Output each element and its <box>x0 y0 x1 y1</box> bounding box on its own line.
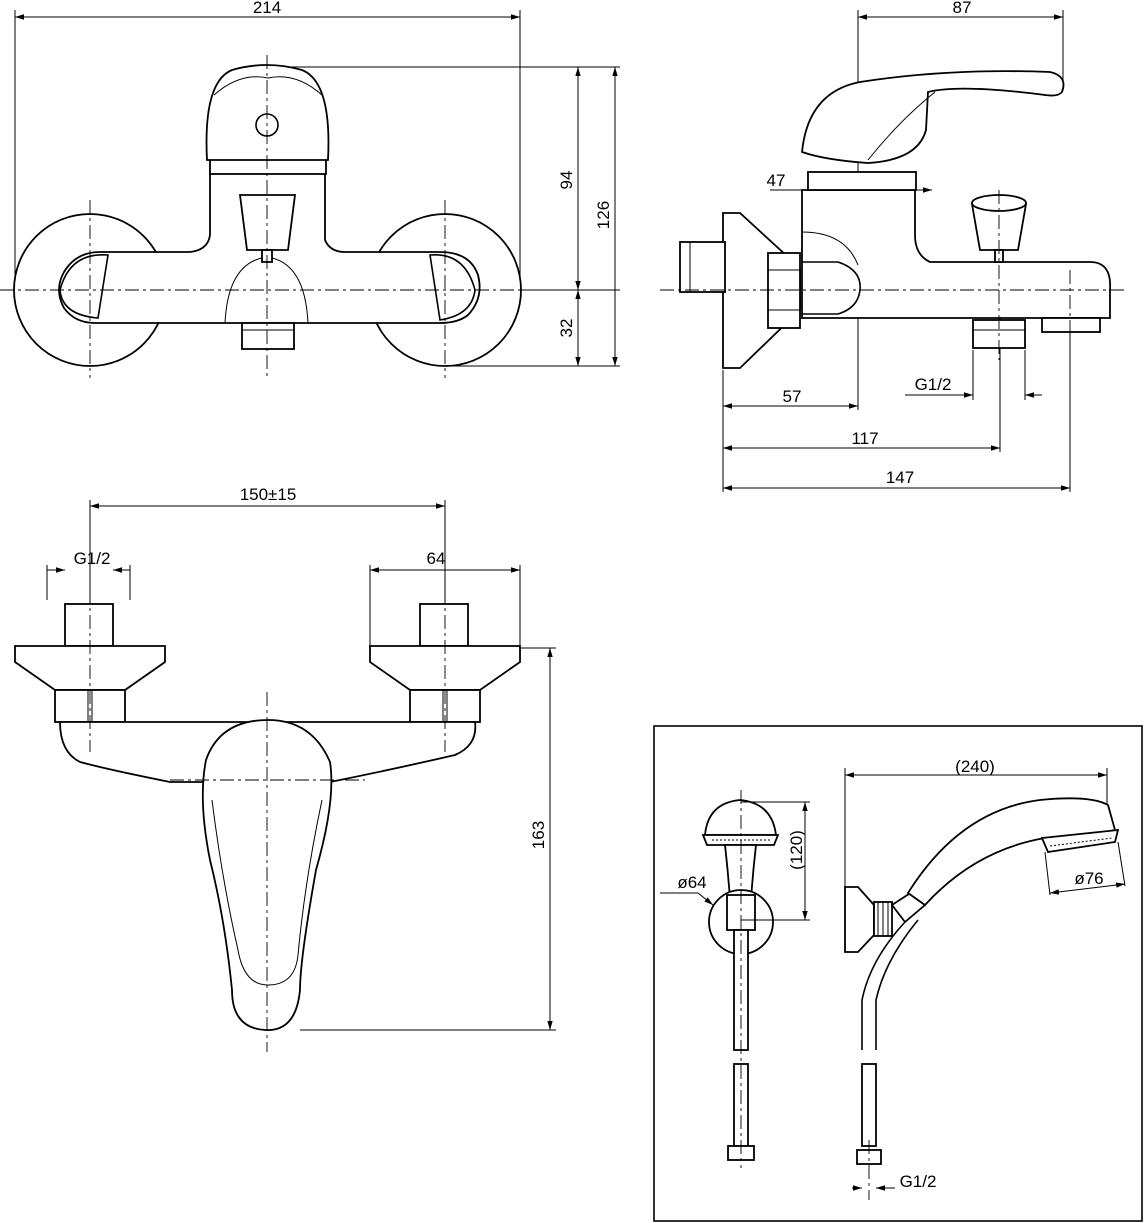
dim-wall-to-axis: 57 <box>783 387 802 406</box>
front-view: 214 94 126 32 <box>0 0 620 378</box>
dim-wall-to-outlet: 117 <box>851 429 878 448</box>
bottom-view: 150±15 G1/2 64 163 <box>14 485 556 1052</box>
shower-set-frame <box>653 725 1143 1222</box>
dim-height-upper: 94 <box>557 171 576 190</box>
dim-width: 214 <box>253 0 281 17</box>
dim-thread: G1/2 <box>74 549 111 568</box>
dim-hose-thread: G1/2 <box>900 1172 937 1191</box>
dim-diameter-47: 47 <box>767 171 786 190</box>
dim-head-height: (120) <box>787 830 806 870</box>
dim-holder-diameter: ø64 <box>677 873 706 892</box>
dim-height-163: 163 <box>529 821 548 849</box>
dim-height-lower: 32 <box>557 319 576 338</box>
dim-reach: (240) <box>955 757 995 776</box>
shower-set-view: (120) ø64 (240) ø76 G1/2 <box>653 725 1143 1222</box>
dim-head-diameter: ø76 <box>1074 869 1103 888</box>
dim-handle-reach: 87 <box>953 0 972 17</box>
dim-depth: 147 <box>886 468 914 487</box>
dim-flange-diameter: 64 <box>427 549 446 568</box>
dim-spacing: 150±15 <box>240 485 297 504</box>
side-view: 87 47 57 117 147 G1/2 <box>660 0 1125 492</box>
dim-height-total: 126 <box>594 201 613 229</box>
dim-outlet-thread: G1/2 <box>915 375 952 394</box>
